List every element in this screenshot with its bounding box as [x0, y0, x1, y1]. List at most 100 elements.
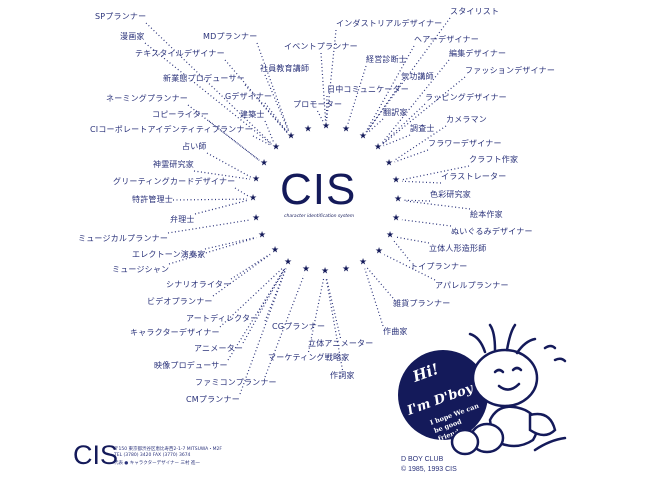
- profession-label: 特許管理士: [132, 195, 173, 204]
- footer-address: 〒150 東京都渋谷区恵比寿西2-1-7 MITSUWA・M2F: [114, 447, 223, 452]
- profession-label: ぬいぐるみデザイナー: [451, 227, 533, 236]
- profession-label: ラッピングデザイナー: [425, 93, 507, 102]
- dotted-connector: [252, 135, 271, 146]
- footer-representative: 代表 ● キャラクターデザイナー 三村 進一: [114, 461, 200, 466]
- profession-label: シナリオライター: [166, 280, 232, 289]
- dotted-connector: [227, 267, 286, 361]
- profession-label: アートディレクター: [186, 314, 259, 323]
- profession-label: 編集デザイナー: [449, 49, 507, 58]
- profession-label: プロモーター: [293, 100, 343, 109]
- dotted-connector: [382, 76, 466, 145]
- dotted-connector: [206, 152, 252, 178]
- dotted-connector: [403, 200, 471, 210]
- star-icon: ★: [384, 158, 394, 169]
- profession-label: ネーミングプランナー: [106, 94, 188, 103]
- star-icon: ★: [341, 124, 351, 135]
- star-icon: ★: [358, 131, 368, 142]
- star-icon: ★: [271, 142, 281, 153]
- profession-label: マーケティング戦略家: [268, 353, 350, 362]
- profession-label: トイプランナー: [410, 262, 468, 271]
- dotted-connector: [242, 267, 286, 344]
- star-icon: ★: [391, 175, 401, 186]
- dotted-connector: [204, 236, 257, 250]
- profession-label: 弁理士: [170, 215, 195, 224]
- dotted-connector: [393, 240, 411, 262]
- dboy-mascot-illustration: Hi! I'm D'boy I hope We can be good frie…: [398, 323, 567, 456]
- dotted-connector: [244, 84, 288, 133]
- profession-label: 翻訳家: [383, 108, 408, 117]
- star-icon: ★: [358, 257, 368, 268]
- profession-label: ヘアーデザイナー: [414, 35, 479, 44]
- profession-label: イラストレーター: [441, 172, 507, 181]
- profession-label: MDプランナー: [203, 32, 258, 41]
- dotted-connector: [325, 277, 342, 339]
- dotted-connector: [366, 17, 451, 133]
- dotted-connector: [383, 134, 411, 147]
- dotted-connector: [401, 219, 452, 227]
- star-icon: ★: [341, 264, 351, 275]
- dotted-connector: [208, 120, 260, 161]
- profession-label: スタイリスト: [450, 7, 500, 16]
- profession-label: SPプランナー: [95, 12, 147, 21]
- dotted-connector: [403, 199, 431, 202]
- star-icon: ★: [270, 245, 280, 256]
- dotted-connector: [234, 187, 249, 197]
- dotted-connector: [381, 59, 450, 144]
- dotted-connector: [193, 170, 251, 180]
- profession-label: ミュージシャン: [112, 265, 170, 274]
- dotted-connector: [194, 199, 248, 215]
- profession-label: イベントプランナー: [284, 42, 358, 51]
- star-icon: ★: [303, 124, 313, 135]
- star-icon: ★: [320, 266, 330, 277]
- profession-label: エレクトーン演奏家: [132, 250, 206, 259]
- copyright-credit: D BOY CLUB © 1985, 1993 CIS: [401, 455, 457, 475]
- dotted-connector: [366, 267, 394, 299]
- credit-club-name: D BOY CLUB: [401, 456, 444, 463]
- dotted-connector: [394, 149, 429, 163]
- profession-label: 占い師: [182, 142, 207, 151]
- profession-label: クラフト作家: [469, 155, 519, 164]
- dotted-connector: [401, 165, 470, 181]
- profession-label: 立体人形造形師: [429, 244, 487, 253]
- dotted-connector: [325, 95, 328, 122]
- dotted-connector: [230, 253, 271, 280]
- dotted-connector: [307, 277, 325, 353]
- profession-label: 神霊研究家: [153, 160, 194, 169]
- profession-label: 新業態プロデューサー: [163, 74, 245, 83]
- dotted-connector: [219, 266, 285, 328]
- star-icon: ★: [251, 213, 261, 224]
- dotted-connector: [264, 275, 305, 378]
- profession-label: キャラクターデザイナー: [130, 328, 220, 337]
- profession-label: 漫画家: [120, 32, 145, 41]
- dotted-connector: [365, 45, 415, 133]
- dotted-connector: [401, 180, 442, 184]
- dotted-connector: [325, 277, 344, 371]
- profession-label: CMプランナー: [186, 395, 240, 404]
- profession-label: ビデオプランナー: [147, 297, 213, 306]
- profession-label: アパレルプランナー: [435, 281, 509, 290]
- star-icon: ★: [257, 230, 267, 241]
- profession-label: Gデザイナー: [225, 92, 273, 101]
- center-logo-subtitle: character identification system: [284, 214, 355, 219]
- footer-phone: TEL (3780) 3420 FAX (3770) 3674: [114, 453, 191, 458]
- star-icon: ★: [248, 193, 258, 204]
- star-icon: ★: [385, 230, 395, 241]
- dotted-connector: [144, 42, 272, 145]
- profession-label: 作詞家: [330, 371, 355, 380]
- footer-logo: CIS: [73, 440, 119, 470]
- dotted-connector: [264, 120, 275, 143]
- dotted-connector: [384, 254, 436, 281]
- profession-label: 経営診断士: [366, 55, 407, 64]
- dotted-connector: [395, 236, 430, 244]
- star-icon: ★: [259, 158, 269, 169]
- dotted-connector: [320, 52, 327, 122]
- profession-label: グリーティングカードデザイナー: [113, 177, 236, 186]
- profession-label: ミュージカルプランナー: [78, 234, 169, 243]
- profession-label: 雑貨プランナー: [393, 299, 451, 308]
- profession-label: CGプランナー: [272, 322, 326, 331]
- profession-label: テキスタイルデザイナー: [135, 49, 225, 58]
- credit-copyright: © 1985, 1993 CIS: [401, 466, 457, 473]
- profession-label: 作曲家: [383, 327, 408, 336]
